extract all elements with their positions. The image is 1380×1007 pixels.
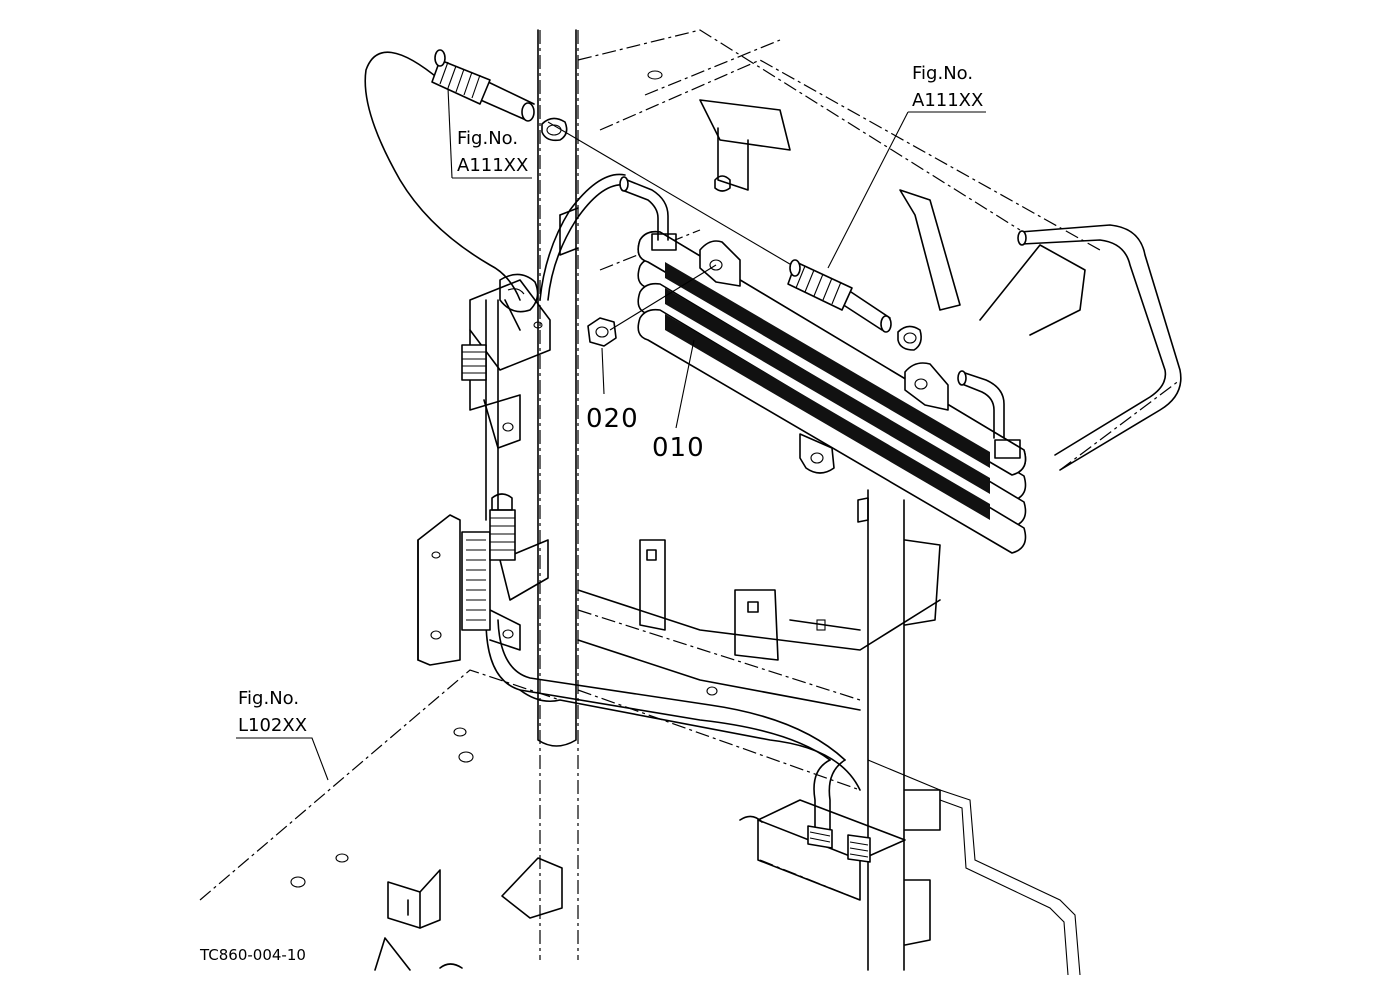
oil-cooler — [619, 176, 1027, 554]
upper-frame-tube — [699, 99, 1182, 471]
cooler-hose-spring-guard — [787, 261, 853, 311]
cooler-mount-tab-lower — [799, 433, 835, 474]
upper-hose-spring-guard — [431, 59, 491, 105]
upper-hose-assembly — [431, 49, 801, 271]
lower-hose-clamp-right — [847, 834, 871, 863]
cooler-outlet-pipe — [957, 370, 1005, 439]
cooler-mount-tab-upper — [699, 240, 741, 287]
lower-cross-frame — [577, 497, 941, 711]
vertical-frame-posts — [537, 29, 905, 971]
lower-hose-clamp-left — [807, 825, 833, 849]
leader-lines — [236, 87, 986, 781]
lower-side-spring — [489, 493, 516, 561]
callout-fig-code: A111XX — [912, 90, 983, 111]
flange-nut-020 — [587, 264, 717, 347]
left-hose-routing — [364, 51, 861, 791]
cooler-fins — [665, 262, 990, 520]
lower-side-clamp-dotted — [461, 531, 491, 631]
floor-brackets — [374, 857, 563, 971]
lower-side-bracket — [417, 493, 549, 666]
part-number-010: 010 — [652, 433, 705, 463]
upper-side-bracket — [461, 273, 551, 449]
frame-phantom-lines — [199, 29, 1181, 960]
cooler-hose-assembly — [787, 259, 922, 351]
upper-side-clamp — [461, 344, 487, 381]
return-hose-right — [867, 759, 1081, 976]
cooler-inlet-pipe — [619, 176, 669, 241]
callout-fig-label: Fig.No. — [238, 688, 299, 709]
part-number-020: 020 — [586, 404, 639, 434]
callout-fig-code: L102XX — [238, 715, 307, 736]
lower-bracket — [739, 759, 941, 946]
callout-a111xx-left: Fig.No. A111XX — [457, 128, 528, 176]
callout-l102xx: Fig.No. L102XX — [238, 688, 307, 736]
callout-fig-label: Fig.No. — [457, 128, 518, 149]
cooler-mount-tab-right — [904, 362, 949, 411]
upper-hose-clamp — [541, 117, 568, 142]
callout-fig-label: Fig.No. — [912, 63, 973, 84]
callout-a111xx-right: Fig.No. A111XX — [912, 63, 983, 111]
drawing-code: TC860-004-10 — [199, 946, 306, 964]
callout-fig-code: A111XX — [457, 155, 528, 176]
cooler-hose-clamp — [897, 325, 922, 351]
